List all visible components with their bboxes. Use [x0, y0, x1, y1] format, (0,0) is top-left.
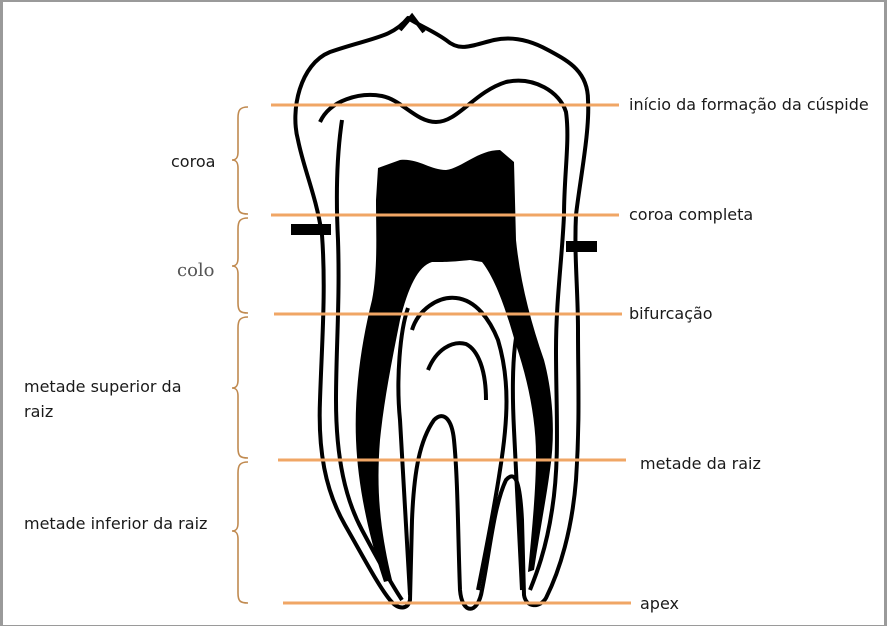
brace-metade-inferior [232, 462, 248, 603]
label-metade-da-raiz: metade da raiz [640, 453, 761, 475]
brace-metade-superior [232, 317, 248, 458]
cervical-ridge-right [566, 241, 597, 252]
label-metade-inferior-raiz: metade inferior da raiz [24, 513, 207, 535]
cusp-tip [400, 16, 424, 32]
brace-coroa [232, 107, 248, 214]
brace-colo [232, 218, 248, 313]
label-coroa: coroa [171, 151, 215, 173]
label-bifurcacao: bifurcação [629, 303, 713, 325]
label-coroa-completa: coroa completa [629, 204, 753, 226]
label-metade-superior-raiz: metade superior da raiz [24, 374, 214, 424]
label-inicio-formacao-cuspide: início da formação da cúspide [629, 94, 869, 116]
label-colo: colo [177, 260, 215, 282]
label-apex: apex [640, 593, 679, 615]
cervical-ridge-left [291, 224, 331, 235]
